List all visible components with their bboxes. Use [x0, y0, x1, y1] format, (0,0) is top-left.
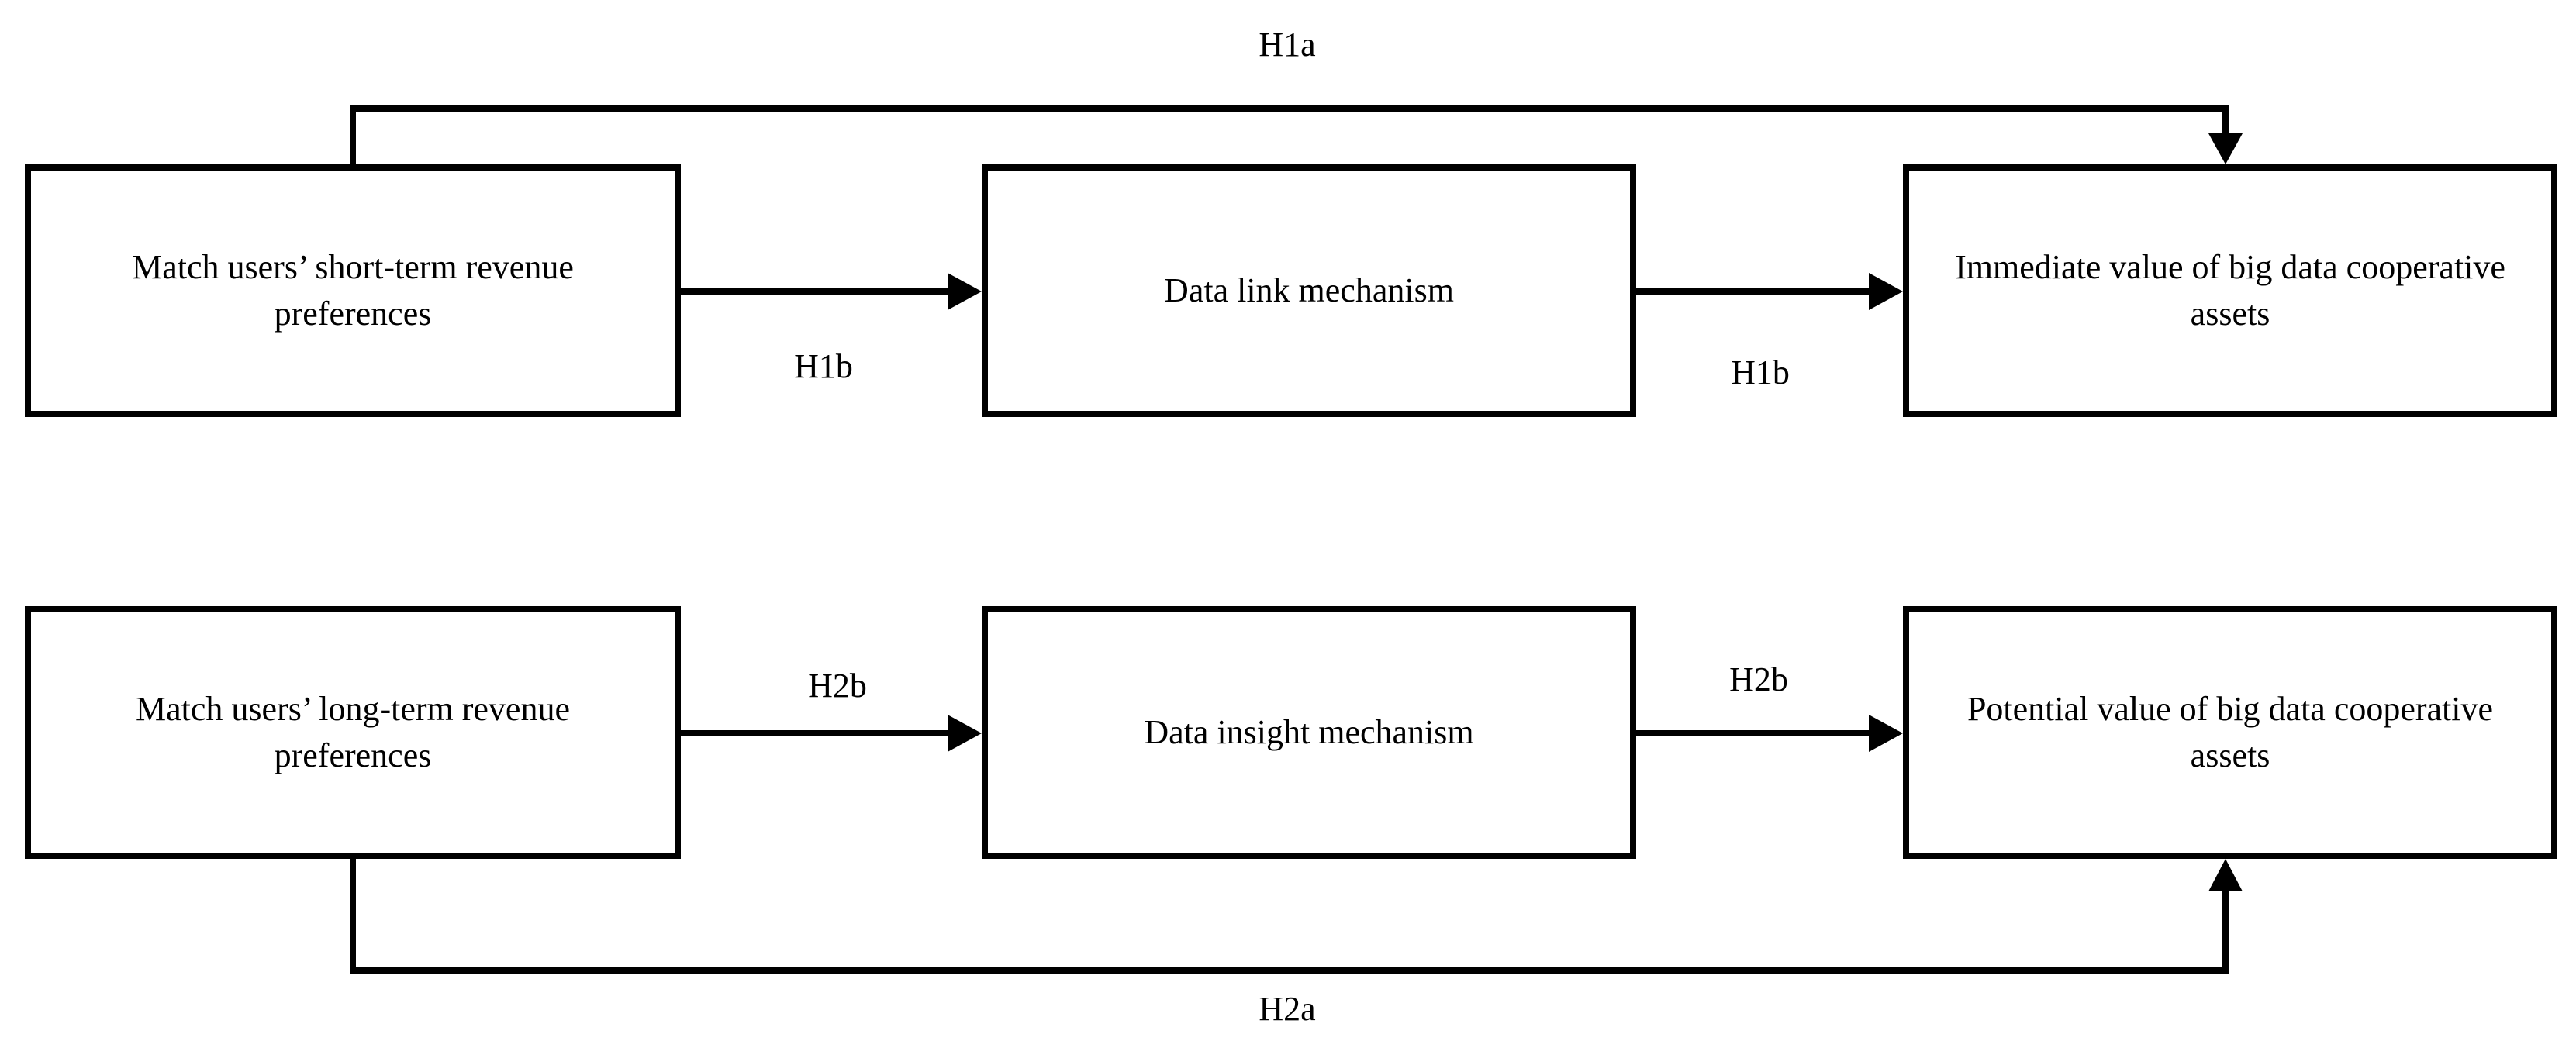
connector-h2a	[350, 859, 2229, 974]
arrowhead-h2b-right	[1869, 715, 1903, 752]
arrowhead-h1b-right	[1869, 273, 1903, 310]
label-h1b-right: H1b	[1731, 353, 1790, 391]
arrowhead-h1a	[2208, 133, 2243, 164]
label-h2a: H2a	[1259, 990, 1316, 1028]
label-h1a: H1a	[1259, 26, 1316, 64]
label-h2b-right: H2b	[1729, 660, 1788, 698]
box-potential-value: Potential value of big data cooperative …	[1903, 606, 2557, 859]
arrowhead-h2b-left	[948, 715, 982, 752]
box-immediate-value: Immediate value of big data cooperative …	[1903, 164, 2557, 417]
arrowhead-h2a	[2208, 859, 2243, 891]
connector-h1a	[350, 105, 2229, 164]
label-h2b-left: H2b	[808, 667, 867, 705]
label-h1b-left: H1b	[794, 347, 853, 385]
box-data-insight-mechanism: Data insight mechanism	[982, 606, 1636, 859]
box-long-term-preferences: Match users’ long-term revenue preferenc…	[25, 606, 681, 859]
box-data-link-mechanism: Data link mechanism	[982, 164, 1636, 417]
box-short-term-preferences: Match users’ short-term revenue preferen…	[25, 164, 681, 417]
arrowhead-h1b-left	[948, 273, 982, 310]
